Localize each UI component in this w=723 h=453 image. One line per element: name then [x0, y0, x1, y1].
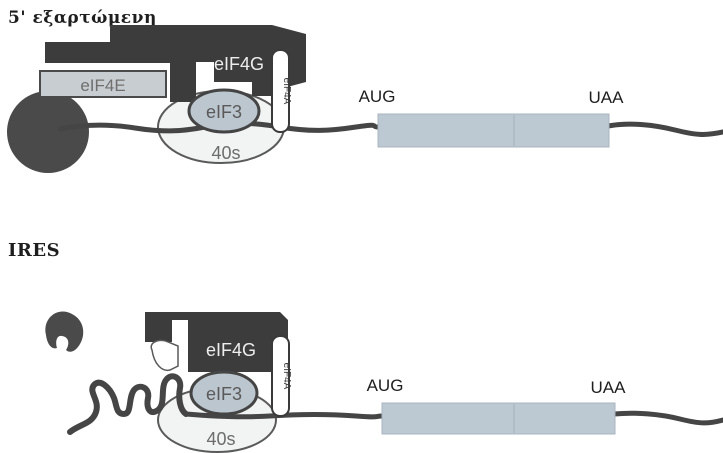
coding-sequence	[381, 402, 616, 435]
eif4g-label: eIF4G	[206, 340, 256, 360]
eif4e-factor	[39, 70, 167, 98]
eif4e-label: eIF4E	[80, 76, 125, 95]
eif3-label: eIF3	[206, 384, 242, 404]
ires-connector	[150, 339, 179, 372]
cap-dependent-panel: 40s eIF4G eIF4E eIF3 eIF4A AUG UAA	[7, 25, 723, 173]
eif4a-label: eIF4A	[281, 78, 292, 105]
cap-structure	[7, 91, 89, 173]
eif3-label: eIF3	[206, 102, 242, 122]
stop-codon-label: UAA	[591, 378, 627, 397]
stop-codon-label: UAA	[589, 88, 625, 107]
coding-sequence	[377, 113, 610, 148]
panel-title-ires: IRES	[8, 240, 61, 261]
ires-panel: 40s eIF4G eIF3 eIF4A AUG UAA	[45, 311, 723, 453]
detached-cap-fragment	[45, 311, 84, 352]
ribosome-40s-label: 40s	[206, 429, 235, 449]
start-codon-label: AUG	[359, 87, 396, 106]
eif3-factor	[187, 88, 261, 134]
start-codon-label: AUG	[367, 376, 404, 395]
panel-title-cap-dependent: 5' εξαρτώμενη	[8, 8, 157, 28]
ribosome-40s-label: 40s	[211, 143, 240, 163]
eif3-factor	[189, 370, 259, 416]
eif4g-factor	[145, 312, 288, 372]
eif4a-factor	[271, 335, 290, 417]
eif4g-label: eIF4G	[214, 54, 264, 74]
eif4g-factor	[45, 25, 306, 102]
eif4a-factor	[271, 49, 290, 133]
eif4a-label: eIF4A	[281, 363, 292, 390]
ires-rna-structure	[67, 373, 189, 435]
mrna-strand	[183, 410, 723, 426]
